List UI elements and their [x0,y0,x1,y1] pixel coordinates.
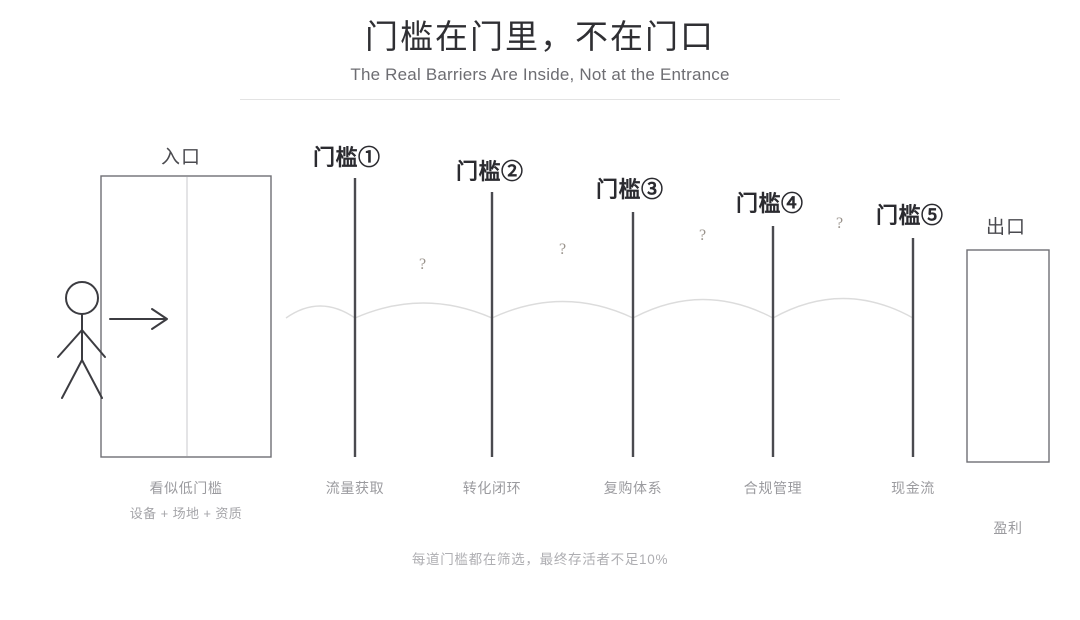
stick-figure-arm-left [57,329,83,358]
arc-1 [354,302,493,319]
entrance-zone-label: 入口 [161,147,202,168]
gate-title-2: 门槛② [456,159,524,184]
gate-title-4: 门槛④ [736,191,804,216]
header: 门槛在门里，不在门口 The Real Barriers Are Inside,… [0,0,1080,85]
gate-title-3: 门槛③ [596,177,664,202]
exit-box [966,249,1050,463]
arc-3 [632,298,774,319]
gate-label-2: 转化闭环 [462,480,522,496]
arc-0 [285,305,356,319]
question-mark-2: ? [559,241,567,258]
gate-label-3: 复购体系 [603,480,663,496]
gate-title-1: 门槛① [313,145,381,170]
arc-2 [491,300,634,319]
entrance-door [100,175,272,458]
stick-figure-leg-left [61,359,83,399]
footer-note: 每道门槛都在筛选，最终存活者不足10% [411,552,669,567]
stick-figure-leg-right [81,359,103,399]
exit-caption: 盈利 [993,520,1023,536]
trajectory-arcs [285,297,914,319]
stick-figure-head [65,281,99,315]
entrance-door-frame [100,175,272,458]
header-divider [240,99,840,100]
stick-figure-arm-right [81,329,106,358]
question-mark-1: ? [419,256,427,273]
gate-label-4: 合规管理 [743,480,803,496]
page-title: 门槛在门里，不在门口 [365,20,715,56]
entrance-caption-line1: 看似低门槛 [149,480,223,496]
question-mark-3: ? [699,227,707,244]
page-subtitle: The Real Barriers Are Inside, Not at the… [350,65,730,85]
gate-title-5: 门槛⑤ [876,203,944,228]
question-mark-4: ? [836,215,844,232]
gate-label-5: 现金流 [891,480,935,496]
gate-label-1: 流量获取 [325,480,385,496]
gate-lines [353,178,915,457]
arc-4 [772,297,914,319]
exit-zone-label: 出口 [986,217,1027,238]
entry-arrow-icon [109,308,168,330]
entrance-caption-line2: 设备 + 场地 + 资质 [129,506,243,521]
stick-figure [57,281,106,399]
